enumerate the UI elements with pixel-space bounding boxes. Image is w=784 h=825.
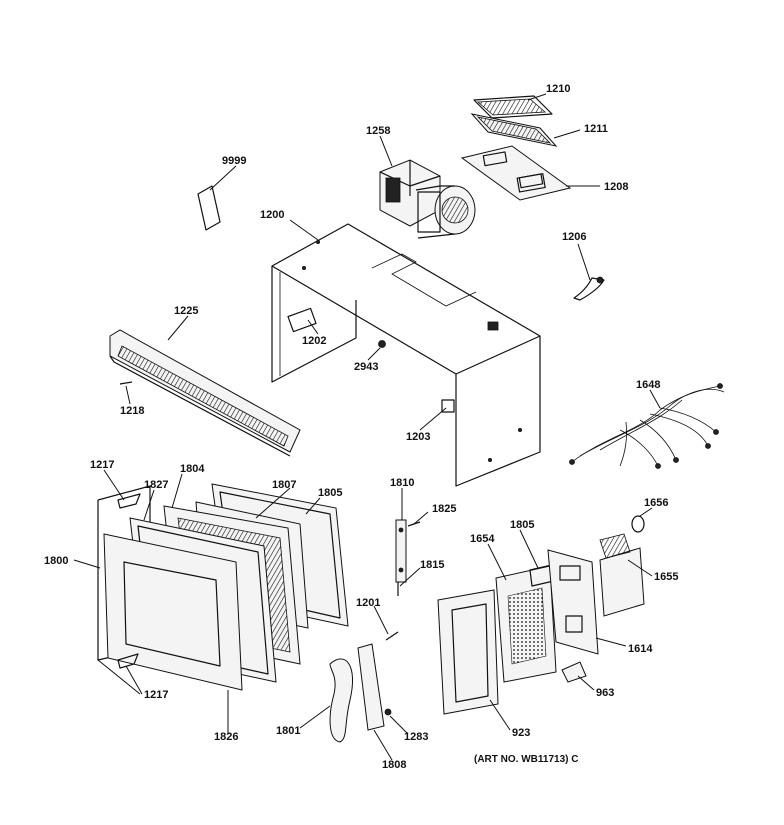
- part-1656-clip: [631, 515, 645, 533]
- part-9999-label-card: [197, 185, 221, 231]
- callout-1800: 1800: [44, 555, 68, 567]
- callout-1656: 1656: [644, 497, 668, 509]
- callout-1801: 1801: [276, 725, 300, 737]
- part-1648-wire-harness: [569, 383, 725, 469]
- part-923-control-frame: [437, 589, 499, 715]
- callout-1203: 1203: [406, 431, 430, 443]
- callout-1815: 1815: [420, 559, 444, 571]
- part-1258-blower-motor: [379, 159, 476, 239]
- part-2943-fastener: [378, 340, 386, 348]
- part-1211-grille: [470, 113, 558, 147]
- callout-1208: 1208: [604, 181, 628, 193]
- callout-1218: 1218: [120, 405, 144, 417]
- part-1283-screw: [384, 708, 392, 716]
- callout-1258: 1258: [366, 125, 390, 137]
- part-1206-thermal-cutout: [573, 276, 605, 301]
- part-1225-vent-grille: [109, 329, 301, 457]
- callout-1225: 1225: [174, 305, 198, 317]
- part-1654-touch-panel: [495, 565, 557, 683]
- callout-1210: 1210: [546, 83, 570, 95]
- part-1614-control-board: [547, 549, 599, 655]
- callout-1217-upper: 1217: [90, 459, 114, 471]
- callout-1805-panel: 1805: [510, 519, 534, 531]
- callout-1648: 1648: [636, 379, 660, 391]
- part-1200-chassis: [271, 223, 541, 487]
- part-1826-door-front: [103, 533, 243, 691]
- callout-1200: 1200: [260, 209, 284, 221]
- callout-1827: 1827: [144, 479, 168, 491]
- part-1218-screw: [119, 381, 133, 385]
- part-1217-hinge-upper: [117, 493, 141, 509]
- part-1217-hinge-lower: [117, 653, 139, 669]
- callout-2943: 2943: [354, 361, 378, 373]
- callout-1808: 1808: [382, 759, 406, 771]
- callout-1217-lower: 1217: [144, 689, 168, 701]
- part-963-bracket: [561, 661, 587, 683]
- callout-923: 923: [512, 727, 530, 739]
- callout-1202: 1202: [302, 335, 326, 347]
- part-1210-vent-cover: [473, 95, 553, 119]
- callout-1283: 1283: [404, 731, 428, 743]
- part-1208-damper-plate: [460, 145, 572, 201]
- leader-lines: [73, 93, 661, 761]
- callout-963: 963: [596, 687, 614, 699]
- callout-1807: 1807: [272, 479, 296, 491]
- callout-1211: 1211: [584, 123, 608, 135]
- callout-1206: 1206: [562, 231, 586, 243]
- callout-1810: 1810: [390, 477, 414, 489]
- part-1801-handle: [329, 658, 354, 743]
- callout-1826: 1826: [214, 731, 238, 743]
- part-1810-latch-arm: [395, 519, 407, 583]
- callout-9999: 9999: [222, 155, 246, 167]
- callout-1655: 1655: [654, 571, 678, 583]
- callout-1614: 1614: [628, 643, 653, 655]
- part-1201-screw: [385, 631, 399, 641]
- callout-1805-door: 1805: [318, 487, 342, 499]
- callout-1825: 1825: [432, 503, 456, 515]
- part-1655-relay-board: [599, 533, 645, 617]
- art-number: (ART NO. WB11713) C: [474, 754, 578, 765]
- part-1808-latch-plate: [357, 643, 385, 731]
- callout-1201: 1201: [356, 597, 380, 609]
- callout-labels: 1210 1211 1258 1208 9999 1200 1206 1225 …: [44, 83, 678, 771]
- callout-1654: 1654: [470, 533, 495, 545]
- callout-1804: 1804: [180, 463, 205, 475]
